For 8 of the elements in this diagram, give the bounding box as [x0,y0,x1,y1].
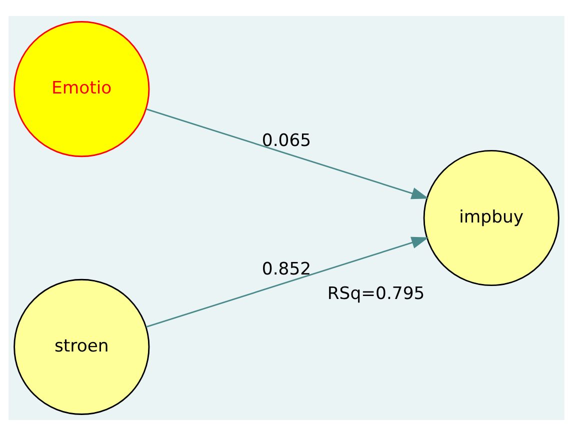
edge-label: 0.065 [262,130,312,150]
node-circle: impbuy [423,149,560,286]
node-circle: Emotio [14,20,150,157]
node-circle: stroen [14,278,150,414]
edge-label: 0.852 [262,259,312,280]
arrow [146,236,429,328]
arrow [146,108,429,199]
node-label: RSq=0.795 [327,284,425,304]
